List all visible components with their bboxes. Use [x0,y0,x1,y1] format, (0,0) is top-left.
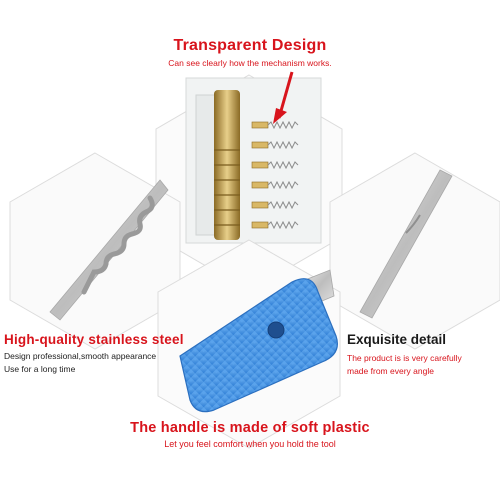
red-arrow-icon [273,71,294,124]
transparent-design-subtitle: Can see clearly how the mechanism works. [168,58,332,68]
hook-detail-hexagon [329,152,500,350]
transparent-design-title: Transparent Design [173,37,327,54]
soft-plastic-handle-subtitle: Let you feel comfort when you hold the t… [164,439,336,449]
steel-pick-hexagon [9,152,181,350]
soft-plastic-handle-title: The handle is made of soft plastic [130,420,370,436]
exquisite-detail-line2: made from every angle [347,366,434,376]
stainless-steel-line2: Use for a long time [4,364,76,374]
transparent-lock-hexagon [155,71,343,292]
stainless-steel-title: High-quality stainless steel [4,332,184,347]
stainless-steel-line1: Design professional,smooth appearance [4,351,157,361]
pin-springs [251,120,299,230]
exquisite-detail-title: Exquisite detail [347,332,447,347]
exquisite-detail-line1: The product is is very carefully [347,353,462,363]
blue-handle-hexagon [157,239,341,449]
